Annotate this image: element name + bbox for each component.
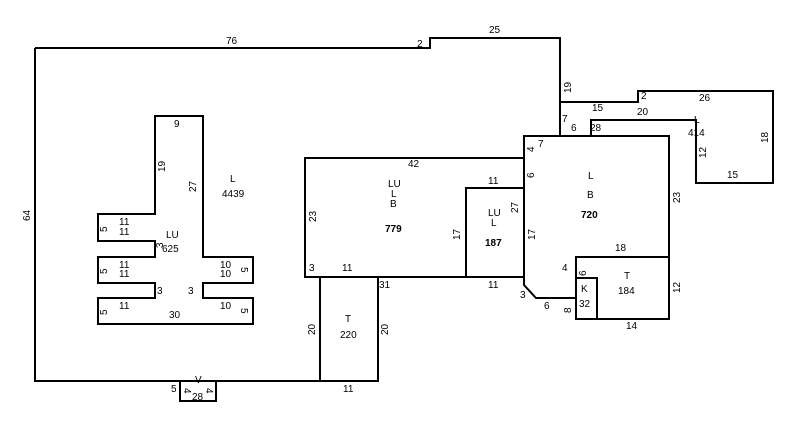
dim-cross-3b: 3 — [157, 286, 163, 297]
dim-bldg-6b: 6 — [578, 270, 589, 276]
dim-bldg-23a: 23 — [308, 210, 319, 222]
dim-bldg-42: 42 — [408, 159, 420, 170]
dim-step-b: 6 — [571, 123, 577, 134]
area-v-value: 28 — [192, 392, 204, 403]
dim-bldg-31: 31 — [379, 280, 391, 291]
cross-shaped-area-outline — [97, 115, 254, 325]
dim-step-a: 7 — [562, 114, 568, 125]
dim-bldg-7: 7 — [538, 139, 544, 150]
dim-cross-3c: 3 — [188, 286, 194, 297]
dim-wing-2: 2 — [641, 91, 647, 102]
dim-wing-12: 12 — [698, 146, 709, 158]
dim-top-right: 25 — [489, 25, 501, 36]
dim-bldg-17b: 17 — [527, 228, 538, 240]
dim-bldg-6c: 6 — [544, 301, 550, 312]
dim-bldg-3: 3 — [309, 263, 315, 274]
dim-bldg-4b: 4 — [562, 263, 568, 274]
area-right-code2: B — [587, 190, 594, 201]
area-k-value: 32 — [579, 299, 591, 310]
area-cross-code: LU — [166, 230, 179, 241]
dim-cross-27: 27 — [188, 180, 199, 192]
dim-cross-19: 19 — [157, 160, 168, 172]
area-wing-code: L — [694, 115, 700, 126]
dim-bldg-3b: 3 — [520, 290, 526, 301]
dim-bldg-18: 18 — [615, 243, 627, 254]
block-v28-outline — [179, 380, 217, 402]
dim-v-4a: 4 — [181, 388, 192, 394]
area-t1-value: 220 — [340, 330, 357, 341]
area-mid-code1: LU — [488, 208, 501, 219]
area-k-code: K — [581, 284, 588, 295]
area-mid-value: 187 — [485, 238, 502, 249]
dim-cross-10b: 10 — [220, 269, 232, 280]
dim-cross-3a: 3 — [155, 242, 166, 248]
dim-bldg-23b: 23 — [672, 191, 683, 203]
dim-t-20a: 20 — [307, 323, 318, 335]
dim-bldg-8: 8 — [563, 307, 574, 313]
dim-bldg-4a: 4 — [526, 146, 537, 152]
dim-bldg-11c: 11 — [488, 280, 499, 291]
area-wing-value: 414 — [688, 128, 705, 139]
dim-wing-26: 26 — [699, 93, 711, 104]
dim-bldg-17a: 17 — [452, 228, 463, 240]
dim-bldg-27: 27 — [510, 201, 521, 213]
dim-t-11: 11 — [343, 384, 354, 395]
block-k32-outline — [575, 277, 598, 320]
dim-t-20b: 20 — [380, 323, 391, 335]
area-mid-code2: L — [491, 218, 497, 229]
dim-cross-10a: 10 — [220, 260, 232, 271]
dim-cross-5d: 5 — [99, 309, 110, 315]
area-v-code: V — [195, 375, 202, 386]
dim-cross-5a: 5 — [99, 226, 110, 232]
area-t2-code: T — [624, 271, 630, 282]
dim-left-side: 64 — [22, 209, 33, 221]
dim-cross-10c: 10 — [220, 301, 232, 312]
dim-cross-30: 30 — [169, 310, 181, 321]
area-main-value: 4439 — [222, 189, 245, 200]
area-right-value: 720 — [581, 210, 598, 221]
dim-bldg-11a: 11 — [342, 263, 353, 274]
area-blk-code1: LU — [388, 179, 401, 190]
dim-cross-11b: 11 — [119, 227, 130, 238]
area-cross-value: 625 — [162, 244, 179, 255]
area-t1-code: T — [345, 314, 351, 325]
dim-wing-15: 15 — [592, 103, 604, 114]
dim-v-5: 5 — [171, 384, 177, 395]
dim-bldg-14: 14 — [626, 321, 638, 332]
block-187-outline — [465, 187, 525, 278]
area-right-code1: L — [588, 171, 594, 182]
dim-bldg-12: 12 — [672, 281, 683, 293]
dim-cross-11e: 11 — [119, 301, 130, 312]
dim-wing-18: 18 — [760, 131, 771, 143]
dim-v-4b: 4 — [203, 388, 214, 394]
area-blk-value: 779 — [385, 224, 402, 235]
dim-cross-5c: 5 — [238, 267, 249, 273]
area-main-code: L — [230, 174, 236, 185]
main-parcel-outline — [34, 37, 561, 382]
dim-wing-20: 20 — [637, 107, 649, 118]
dim-cross-11a: 11 — [119, 217, 130, 228]
dim-cross-11c: 11 — [119, 260, 130, 271]
dim-bldg-6a: 6 — [526, 172, 537, 178]
dim-cross-5b: 5 — [99, 268, 110, 274]
area-t2-value: 184 — [618, 286, 635, 297]
dim-wing-15b: 15 — [727, 170, 739, 181]
dim-cross-9: 9 — [174, 119, 180, 130]
dim-upper-step: 19 — [563, 81, 574, 93]
dim-cross-11d: 11 — [119, 269, 130, 280]
dim-cross-5e: 5 — [238, 308, 249, 314]
dim-bldg-11b: 11 — [488, 176, 499, 187]
block-t220-outline — [319, 276, 379, 382]
dim-wing-28: 28 — [590, 123, 602, 134]
area-blk-code3: B — [390, 199, 397, 210]
dim-top-notch: 2 — [417, 39, 423, 50]
area-blk-code2: L — [391, 189, 397, 200]
dim-top-left: 76 — [226, 36, 238, 47]
upper-wing-outline — [560, 90, 774, 184]
